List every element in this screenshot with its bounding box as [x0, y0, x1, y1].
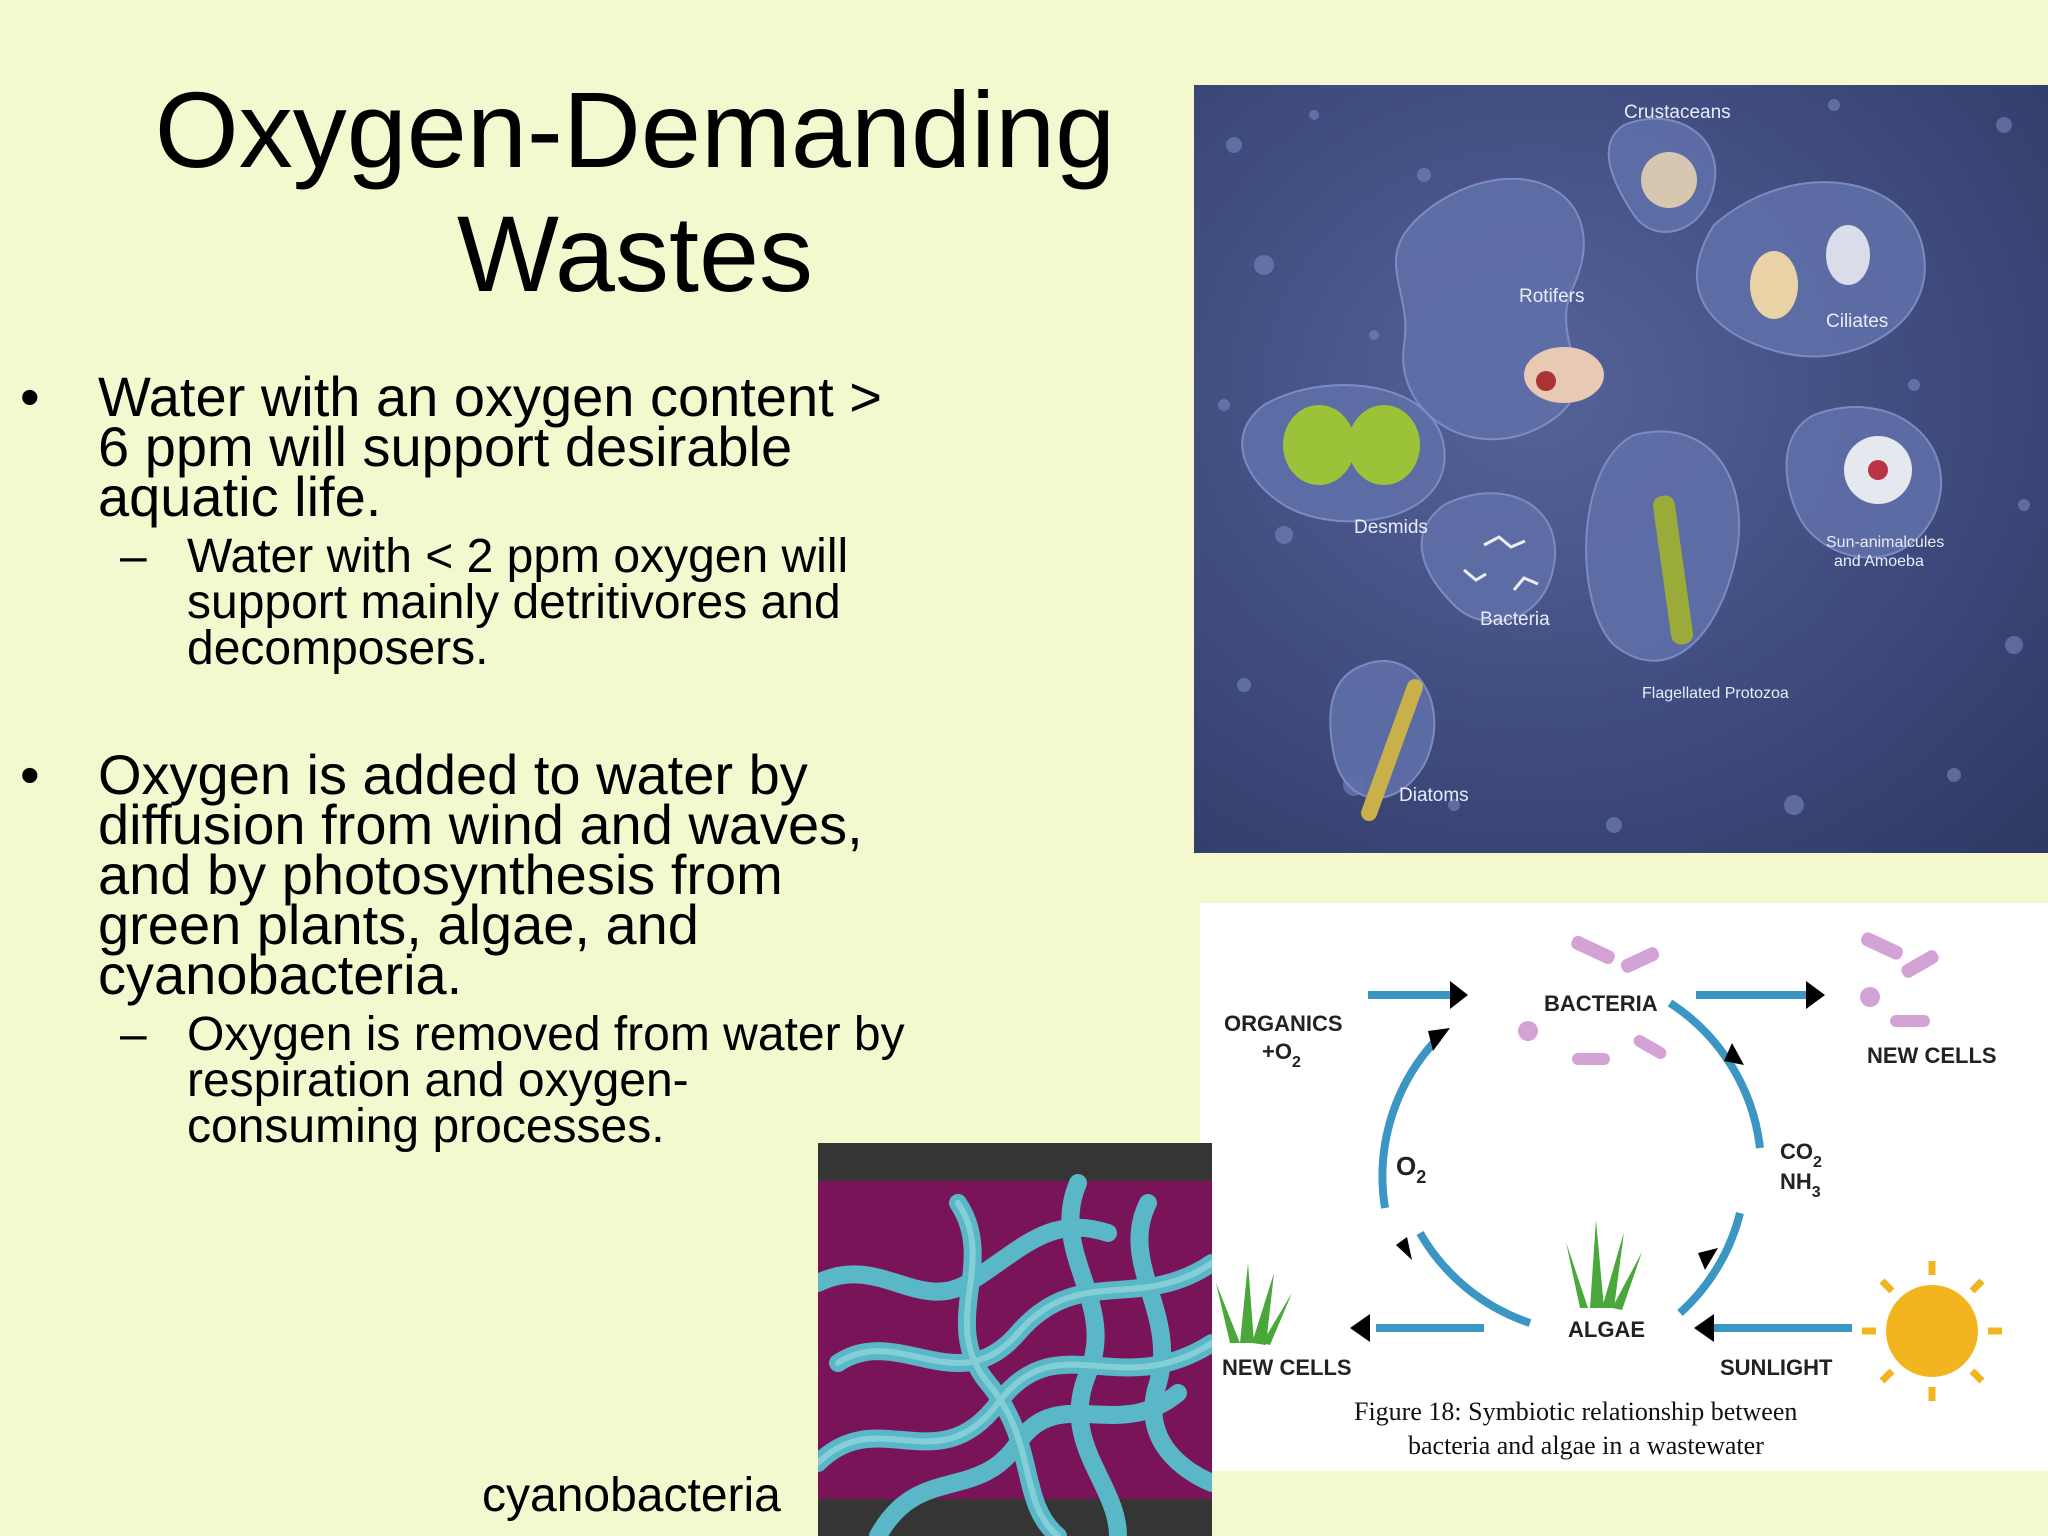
- label-rotifers: Rotifers: [1519, 286, 1584, 307]
- label-desmids: Desmids: [1354, 517, 1428, 538]
- bullet-2-text: Oxygen is added to water by diffusion fr…: [98, 743, 863, 1006]
- figure-caption-line-2: bacteria and algae in a wastewater: [1408, 1431, 1764, 1460]
- label-diatoms: Diatoms: [1399, 785, 1469, 806]
- label-crustaceans: Crustaceans: [1624, 102, 1731, 123]
- figure-caption-line-1: Figure 18: Symbiotic relationship betwee…: [1354, 1397, 1797, 1426]
- bullet-2: • Oxygen is added to water by diffusion …: [20, 743, 920, 1003]
- label-organics: ORGANICS: [1224, 1011, 1343, 1036]
- label-nh3: NH3: [1780, 1169, 1821, 1201]
- label-plus-o2: +O2: [1262, 1039, 1301, 1071]
- label-bacteria: Bacteria: [1480, 609, 1550, 630]
- cyanobacteria-caption: cyanobacteria: [482, 1469, 781, 1522]
- bullet-1-text: Water with an oxygen content > 6 ppm wil…: [98, 365, 882, 528]
- label-sun-animalcules: Sun-animalcules: [1826, 534, 1944, 551]
- cyanobacteria-image: [818, 1143, 1212, 1536]
- bullet-marker: •: [20, 365, 40, 428]
- label-sunlight: SUNLIGHT: [1720, 1355, 1833, 1380]
- cyanobacteria-illustration: [818, 1174, 1212, 1536]
- bullet-1: • Water with an oxygen content > 6 ppm w…: [20, 365, 920, 525]
- sub-bullet-2-text: Oxygen is removed from water by respirat…: [187, 1008, 905, 1153]
- sub-bullet-marker: –: [120, 530, 147, 583]
- label-algae: ALGAE: [1568, 1317, 1645, 1342]
- symbiosis-diagram: ORGANICS +O2 BACTERIA NEW CELLS O2 CO2 N…: [1200, 903, 2048, 1471]
- label-co2: CO2: [1780, 1139, 1822, 1171]
- label-flagellated-protozoa: Flagellated Protozoa: [1642, 685, 1789, 702]
- sub-bullet-marker: –: [120, 1008, 147, 1061]
- label-amoeba: and Amoeba: [1834, 553, 1924, 570]
- bullet-marker: •: [20, 743, 40, 806]
- bullet-list: • Water with an oxygen content > 6 ppm w…: [20, 365, 920, 1151]
- label-bacteria: BACTERIA: [1544, 991, 1658, 1016]
- sub-bullet-2: – Oxygen is removed from water by respir…: [20, 1008, 920, 1151]
- microorganisms-image: Crustaceans Rotifers Ciliates Desmids Ba…: [1194, 85, 2048, 853]
- sub-bullet-1-text: Water with < 2 ppm oxygen will support m…: [187, 530, 849, 675]
- label-new-cells-bottom: NEW CELLS: [1222, 1355, 1352, 1380]
- title-line-1: Oxygen-Demanding: [154, 69, 1116, 190]
- sub-bullet-1: – Water with < 2 ppm oxygen will support…: [20, 530, 920, 673]
- slide-title: Oxygen-Demanding Wastes: [90, 68, 1180, 316]
- label-new-cells-top: NEW CELLS: [1867, 1043, 1997, 1068]
- label-o2: O2: [1396, 1151, 1426, 1187]
- microorganisms-illustration: Crustaceans Rotifers Ciliates Desmids Ba…: [1218, 99, 2030, 833]
- title-line-2: Wastes: [456, 193, 814, 314]
- symbiosis-cycle-diagram: ORGANICS +O2 BACTERIA NEW CELLS O2 CO2 N…: [1216, 932, 2002, 1460]
- label-ciliates: Ciliates: [1826, 311, 1888, 332]
